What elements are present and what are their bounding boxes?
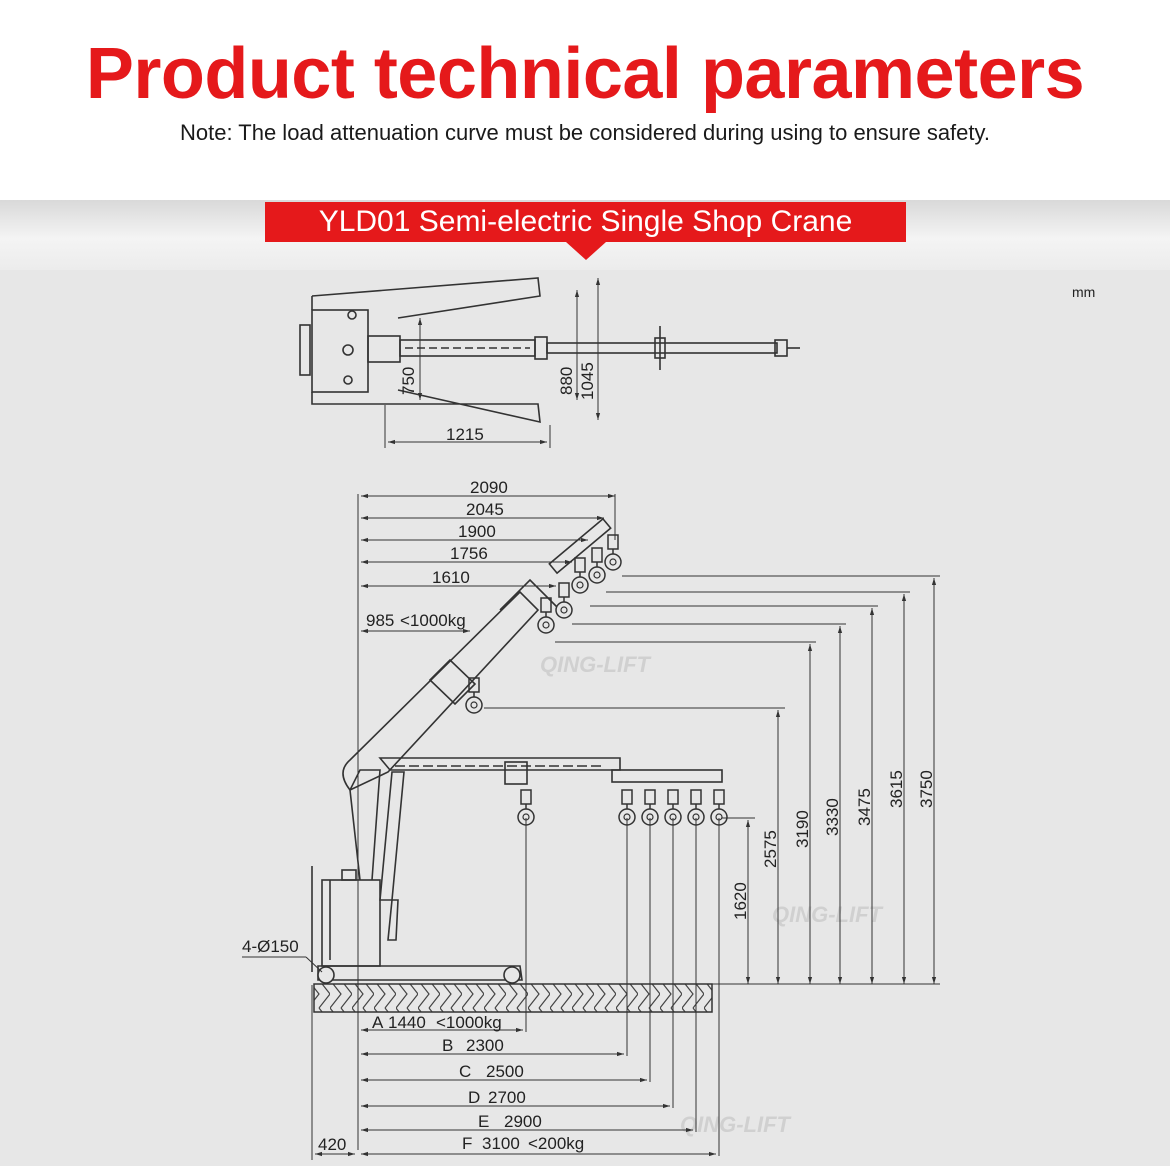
- base-dimension-lines: [311, 818, 720, 1160]
- base-reach-f-letter: F: [462, 1134, 472, 1153]
- boom-raised-extension: [548, 517, 612, 575]
- top-view-dimensions: [384, 278, 601, 448]
- watermark-1: QING-LIFT: [540, 652, 652, 677]
- top-view: [299, 277, 800, 424]
- banner-arrow-icon: [566, 242, 606, 260]
- base-reach-c-letter: C: [459, 1062, 471, 1081]
- front-wheel: [503, 966, 521, 984]
- boom-horizontal-extension: [611, 769, 723, 783]
- hydraulic-cylinder: [379, 771, 405, 901]
- page-title: Product technical parameters: [85, 34, 1085, 114]
- base-reach-f-load: <200kg: [528, 1134, 584, 1153]
- ground-hatch: [313, 983, 713, 1013]
- base-reach-e-letter: E: [478, 1112, 489, 1131]
- dim-width-outer: 1045: [578, 362, 597, 400]
- drawing-area: [0, 270, 1170, 1166]
- top-view-leg-lower: [311, 389, 541, 424]
- reach-2: 2045: [466, 500, 504, 519]
- height-5: 3475: [855, 788, 874, 826]
- base-reach-b-letter: B: [442, 1036, 453, 1055]
- base-reach-a-letter: A: [372, 1013, 384, 1032]
- model-banner: YLD01 Semi-electric Single Shop Crane: [265, 202, 906, 242]
- rear-offset: 420: [318, 1135, 346, 1154]
- reach-1: 2090: [470, 478, 508, 497]
- reach-min-load: <1000kg: [400, 611, 466, 630]
- base-reach-f-value: 3100: [482, 1134, 520, 1153]
- mast: [349, 769, 381, 881]
- top-view-handle: [299, 324, 311, 376]
- watermark-2: QING-LIFT: [772, 902, 884, 927]
- dim-width-mid: 880: [557, 367, 576, 395]
- side-view-crane: [311, 517, 723, 984]
- top-view-leg-upper: [311, 277, 541, 319]
- safety-note: Note: The load attenuation curve must be…: [179, 120, 990, 145]
- reach-3: 1900: [458, 522, 496, 541]
- base-reach-b-value: 2300: [466, 1036, 504, 1055]
- height-1: 1620: [731, 882, 750, 920]
- base-reach-e-value: 2900: [504, 1112, 542, 1131]
- reach-dimension-lines: [357, 493, 616, 1150]
- height-3: 3190: [793, 810, 812, 848]
- boom-raised: [342, 590, 540, 791]
- reach-4: 1756: [450, 544, 488, 563]
- base-reach-d-value: 2700: [488, 1088, 526, 1107]
- base-reach-a-value: 1440: [388, 1013, 426, 1032]
- base-reach-d-letter: D: [468, 1088, 480, 1107]
- reach-5: 1610: [432, 568, 470, 587]
- height-4: 3330: [823, 798, 842, 836]
- dim-width-inner: 750: [399, 367, 418, 395]
- base-reach-c-value: 2500: [486, 1062, 524, 1081]
- height-2: 2575: [761, 830, 780, 868]
- reach-min: 985: [366, 611, 394, 630]
- top-view-mast-plate: [311, 309, 369, 393]
- height-7: 3750: [917, 770, 936, 808]
- boom-horizontal: [378, 757, 621, 771]
- top-view-extension: [546, 342, 778, 354]
- dim-length: 1215: [446, 425, 484, 444]
- wheel-spec: 4-Ø150: [242, 937, 299, 956]
- header: Product technical parameters Note: The l…: [0, 0, 1170, 200]
- base-reach-a-load: <1000kg: [436, 1013, 502, 1032]
- unit-label: mm: [1072, 284, 1096, 300]
- height-dimension-lines: [484, 575, 940, 985]
- watermark-3: QING-LIFT: [680, 1112, 792, 1137]
- height-6: 3615: [887, 770, 906, 808]
- rear-wheel: [317, 966, 335, 984]
- base-leg: [317, 965, 523, 981]
